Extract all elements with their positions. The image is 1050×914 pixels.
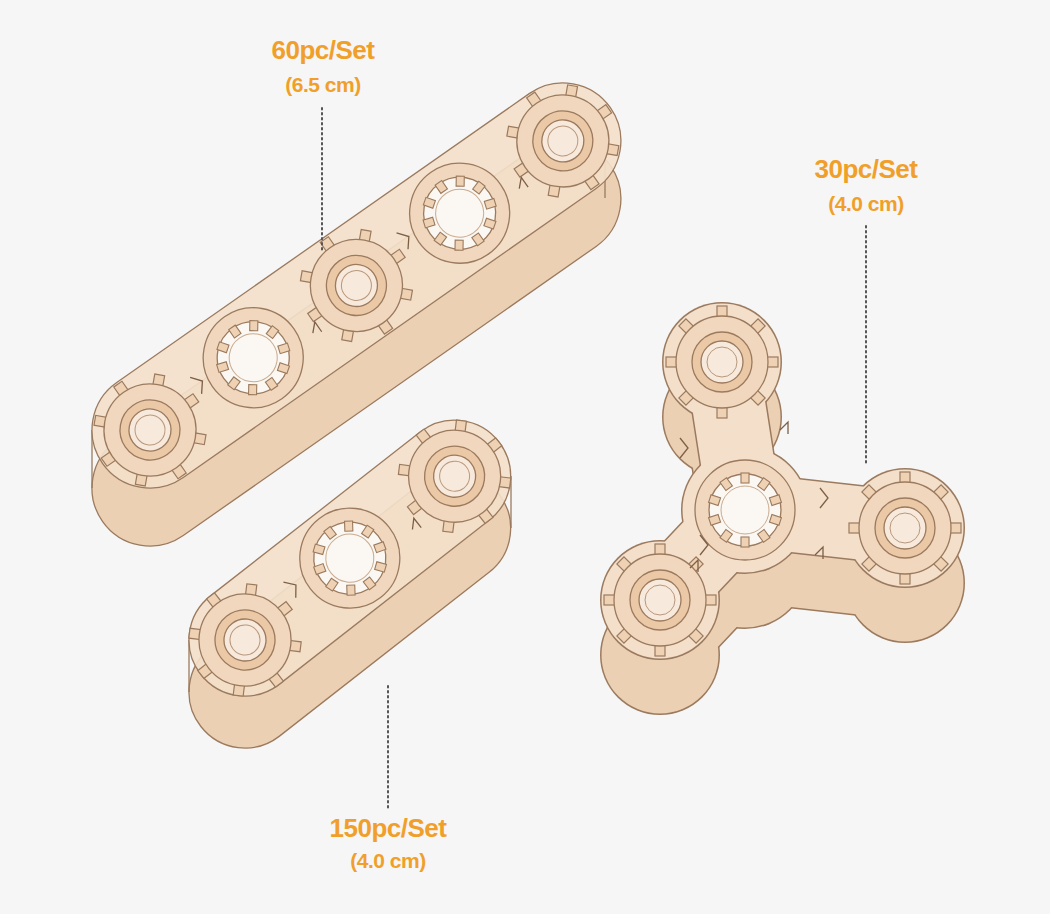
tri-connector [600,302,965,715]
set-count-label: 60pc/Set [272,36,375,65]
set-count-label: 150pc/Set [330,814,447,843]
leader-lines [322,108,866,810]
dimension-label: (6.5 cm) [285,73,360,96]
dimension-label: (4.0 cm) [828,192,903,215]
set-count-label: 30pc/Set [815,155,918,184]
short-connector [166,398,533,771]
dimension-label: (4.0 cm) [350,849,425,872]
